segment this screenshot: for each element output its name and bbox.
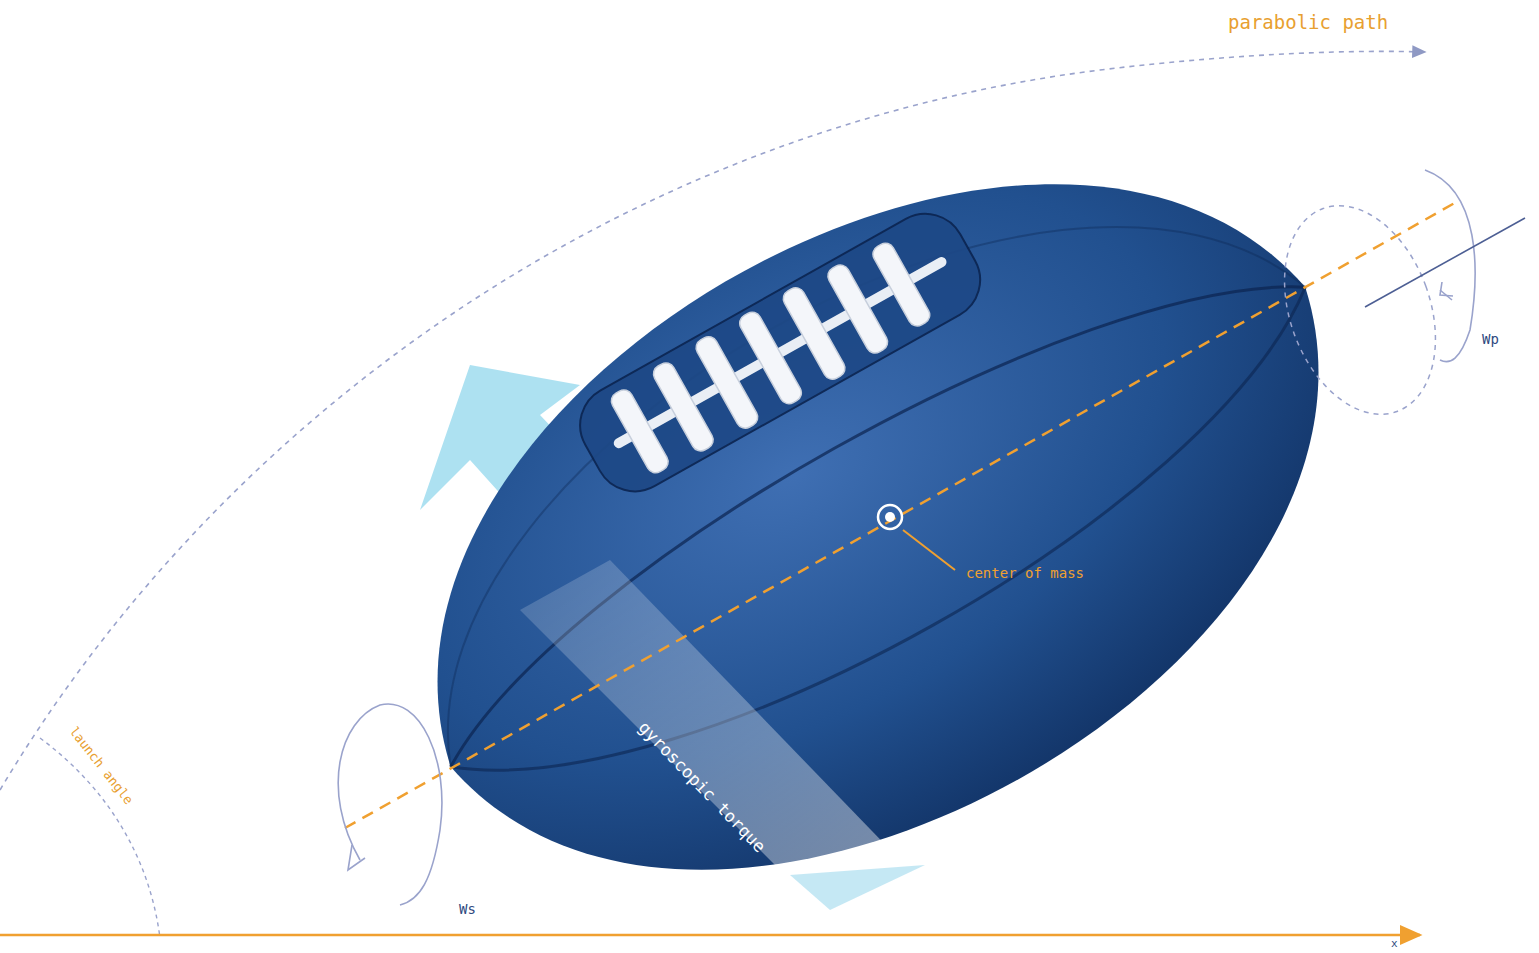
axis-label: x: [1391, 938, 1398, 950]
path-label: parabolic path: [1228, 12, 1388, 33]
precession-label: Wp: [1482, 332, 1499, 347]
spin-label: Ws: [459, 902, 476, 917]
angle-label: launch angle: [66, 725, 135, 808]
center-label: center of mass: [966, 566, 1084, 581]
